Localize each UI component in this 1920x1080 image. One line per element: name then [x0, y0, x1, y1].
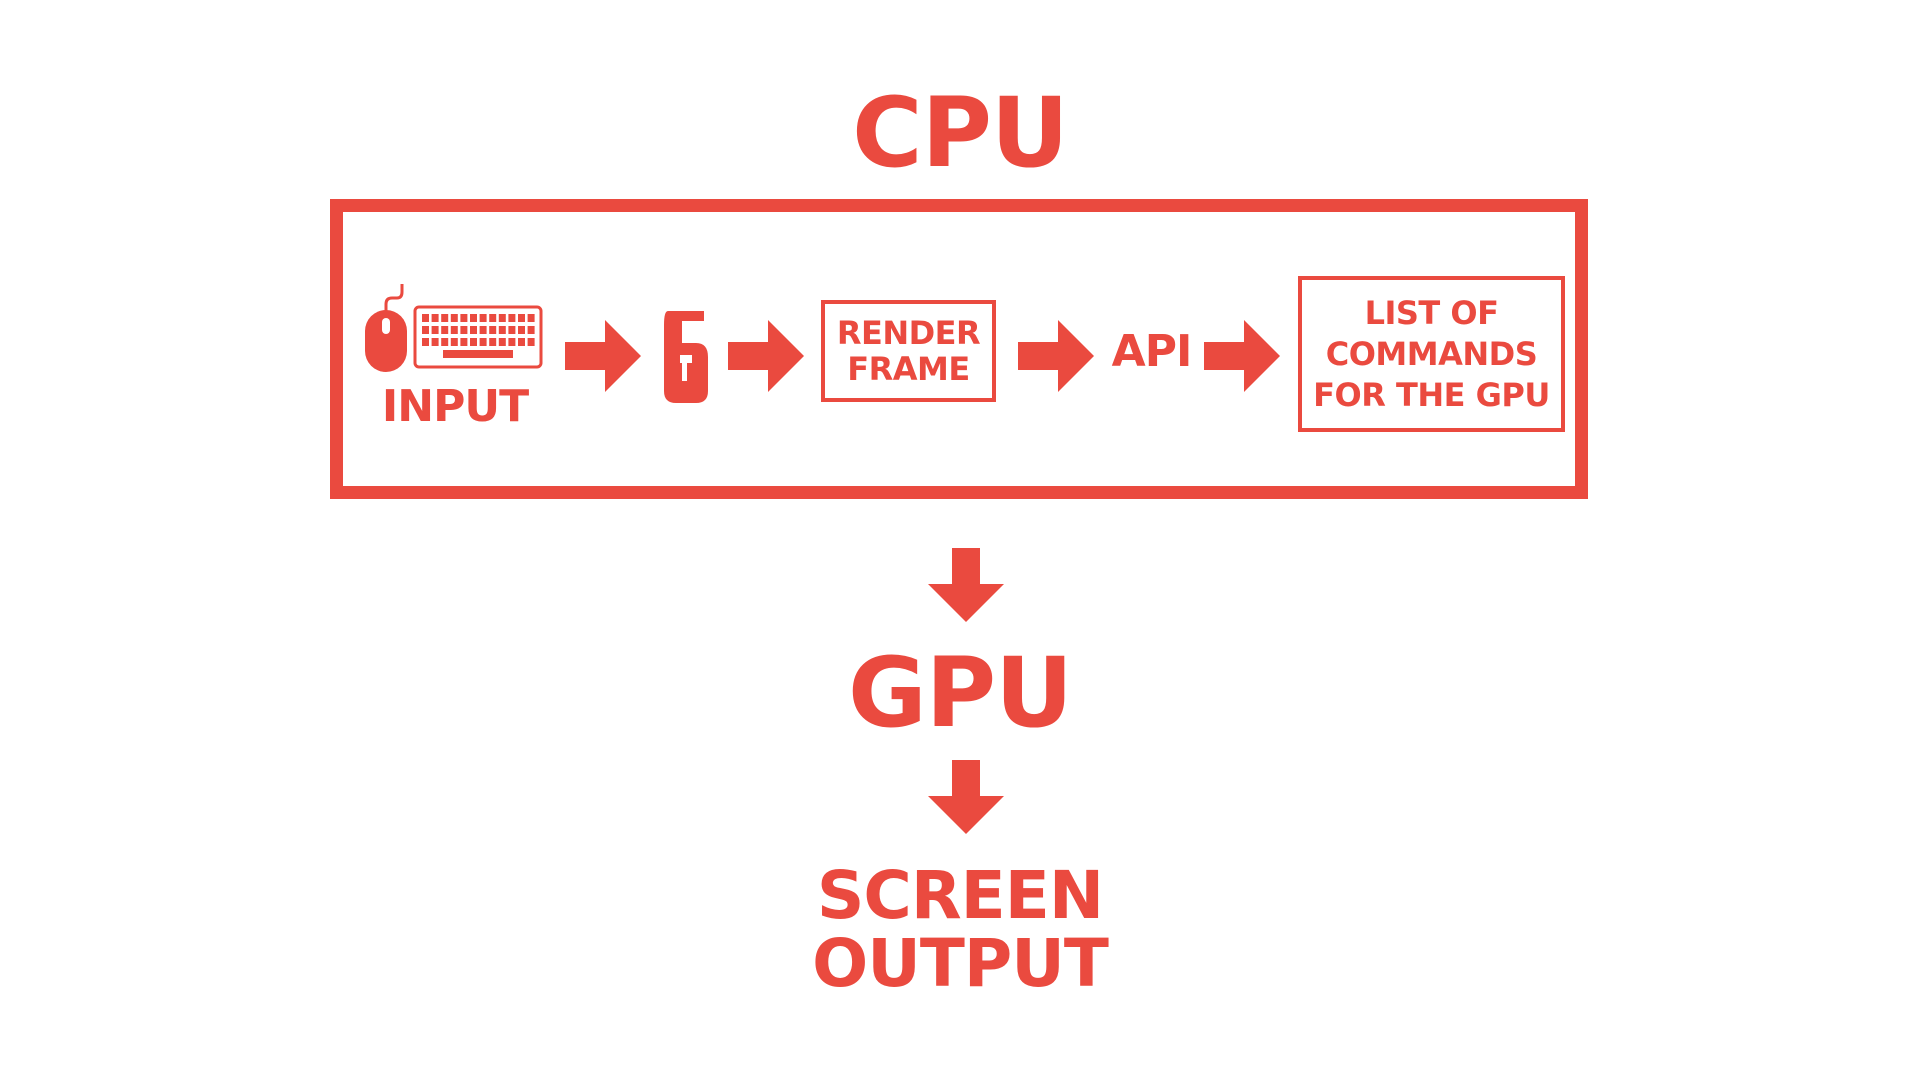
keyboard-key: [450, 314, 458, 322]
arrow-right-icon: [1204, 320, 1280, 392]
arrow-down-icon: [928, 760, 1004, 834]
keyboard-key: [518, 314, 525, 322]
cpu-box: [330, 199, 1588, 499]
arrow-right-icon: [565, 320, 641, 392]
gpu-commands-box: LIST OF COMMANDS FOR THE GPU: [1298, 276, 1565, 432]
keyboard-key: [518, 326, 525, 334]
keyboard-key: [489, 314, 497, 322]
keyboard-key: [479, 326, 487, 334]
arrow-right-icon: [1018, 320, 1094, 392]
keyboard-key: [527, 314, 535, 322]
keyboard-key: [527, 338, 535, 346]
gpu-title: GPU: [847, 637, 1073, 749]
keyboard-key: [470, 314, 477, 322]
arrow-down-icon: [928, 548, 1004, 622]
keyboard-key: [422, 338, 429, 346]
keyboard-key: [479, 314, 487, 322]
keyboard-key: [518, 338, 525, 346]
keyboard-key: [527, 326, 535, 334]
keyboard-key: [470, 338, 477, 346]
keyboard-key: [431, 326, 439, 334]
keyboard-key: [441, 314, 449, 322]
render-frame-box: RENDER FRAME: [821, 300, 996, 402]
screen-output-title: SCREEN OUTPUT: [812, 857, 1109, 1002]
keyboard-key: [498, 326, 506, 334]
input-label: INPUT: [381, 381, 529, 432]
keyboard-key: [422, 326, 429, 334]
keyboard-key: [489, 326, 497, 334]
keyboard-key: [460, 338, 468, 346]
keyboard-key: [460, 314, 468, 322]
keyboard-key: [450, 326, 458, 334]
keyboard-key: [431, 338, 439, 346]
keyboard-icon: [413, 305, 543, 369]
rainbow-six-logo-icon: [664, 311, 708, 403]
keyboard-key: [460, 326, 468, 334]
keyboard-key: [479, 338, 487, 346]
keyboard-key: [508, 314, 516, 322]
api-label: API: [1111, 326, 1193, 377]
keyboard-spacebar: [443, 350, 513, 358]
cpu-title: CPU: [852, 77, 1069, 189]
keyboard-key: [441, 326, 449, 334]
keyboard-key: [498, 338, 506, 346]
render-frame-label: RENDER FRAME: [836, 314, 981, 388]
arrow-right-icon: [728, 320, 804, 392]
keyboard-key: [441, 338, 449, 346]
keyboard-key: [498, 314, 506, 322]
keyboard-key: [431, 314, 439, 322]
keyboard-key: [508, 326, 516, 334]
keyboard-key: [450, 338, 458, 346]
keyboard-key: [470, 326, 477, 334]
keyboard-key: [508, 338, 516, 346]
mouse-icon: [365, 284, 407, 372]
keyboard-key: [489, 338, 497, 346]
gpu-commands-label: LIST OF COMMANDS FOR THE GPU: [1313, 293, 1550, 414]
keyboard-key: [422, 314, 429, 322]
